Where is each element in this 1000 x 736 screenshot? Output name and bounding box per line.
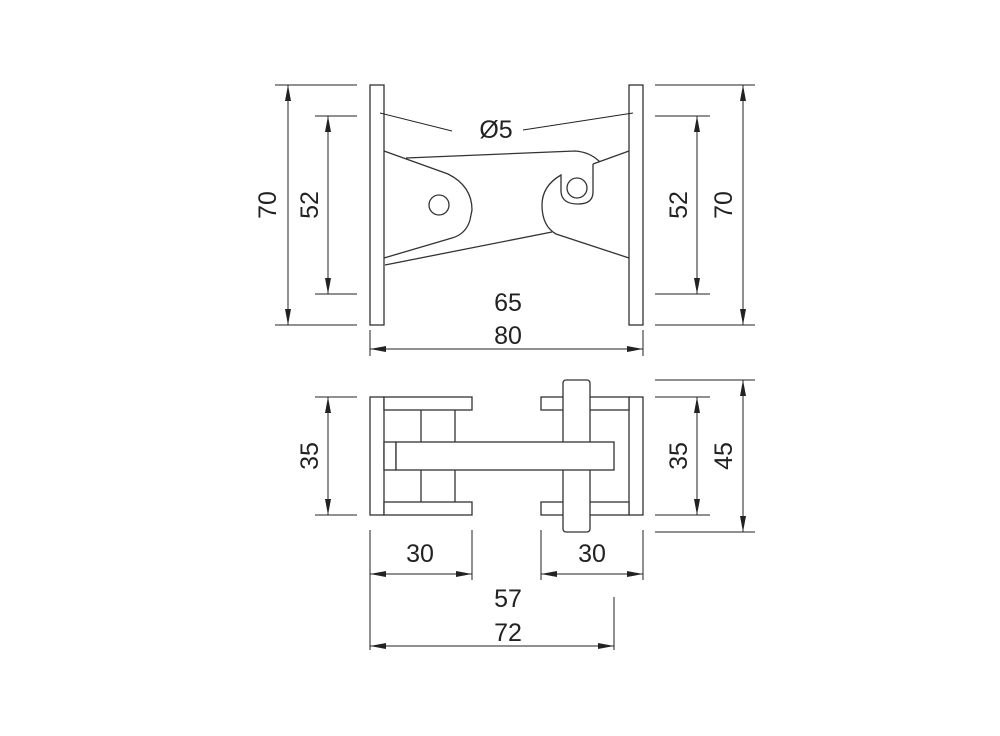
dim-52-right: 52 [665, 191, 693, 219]
link-plate-lower [384, 231, 553, 266]
dim-65: 65 [494, 289, 522, 317]
right-bracket-upper [592, 150, 630, 165]
right-plate-side [628, 396, 644, 516]
hole-leader [379, 112, 634, 132]
dim-30-left: 30 [406, 540, 434, 568]
left-plate-side [369, 396, 385, 516]
dim-80: 80 [494, 322, 522, 350]
dim-70-right: 70 [710, 191, 738, 219]
left-flange-bottom [383, 501, 473, 516]
dim-35-right: 35 [665, 442, 693, 470]
left-plate [369, 84, 385, 326]
dim-57: 57 [494, 585, 522, 613]
link-plate-upper [405, 150, 601, 163]
hole-diameter-label: Ø5 [479, 116, 512, 144]
dim-70-left: 70 [254, 191, 282, 219]
extension-lines-side [315, 379, 755, 650]
pin-circle [566, 177, 588, 199]
hole-left [428, 194, 450, 216]
right-plate [628, 84, 644, 326]
dim-30-right: 30 [578, 540, 606, 568]
extension-lines-top [275, 84, 755, 356]
dim-35-left: 35 [296, 442, 324, 470]
hook [541, 164, 630, 259]
dim-45: 45 [710, 442, 738, 470]
left-spacers [420, 410, 456, 502]
dim-52-left: 52 [296, 191, 324, 219]
side-view: 35 35 45 30 30 57 72 [296, 379, 755, 650]
left-flange-top [383, 396, 473, 411]
link-bar [395, 441, 615, 471]
link-bar-end [383, 441, 397, 471]
top-view: Ø5 70 52 52 70 65 80 [254, 84, 755, 356]
dim-72: 72 [494, 619, 522, 647]
left-bracket [383, 150, 473, 259]
